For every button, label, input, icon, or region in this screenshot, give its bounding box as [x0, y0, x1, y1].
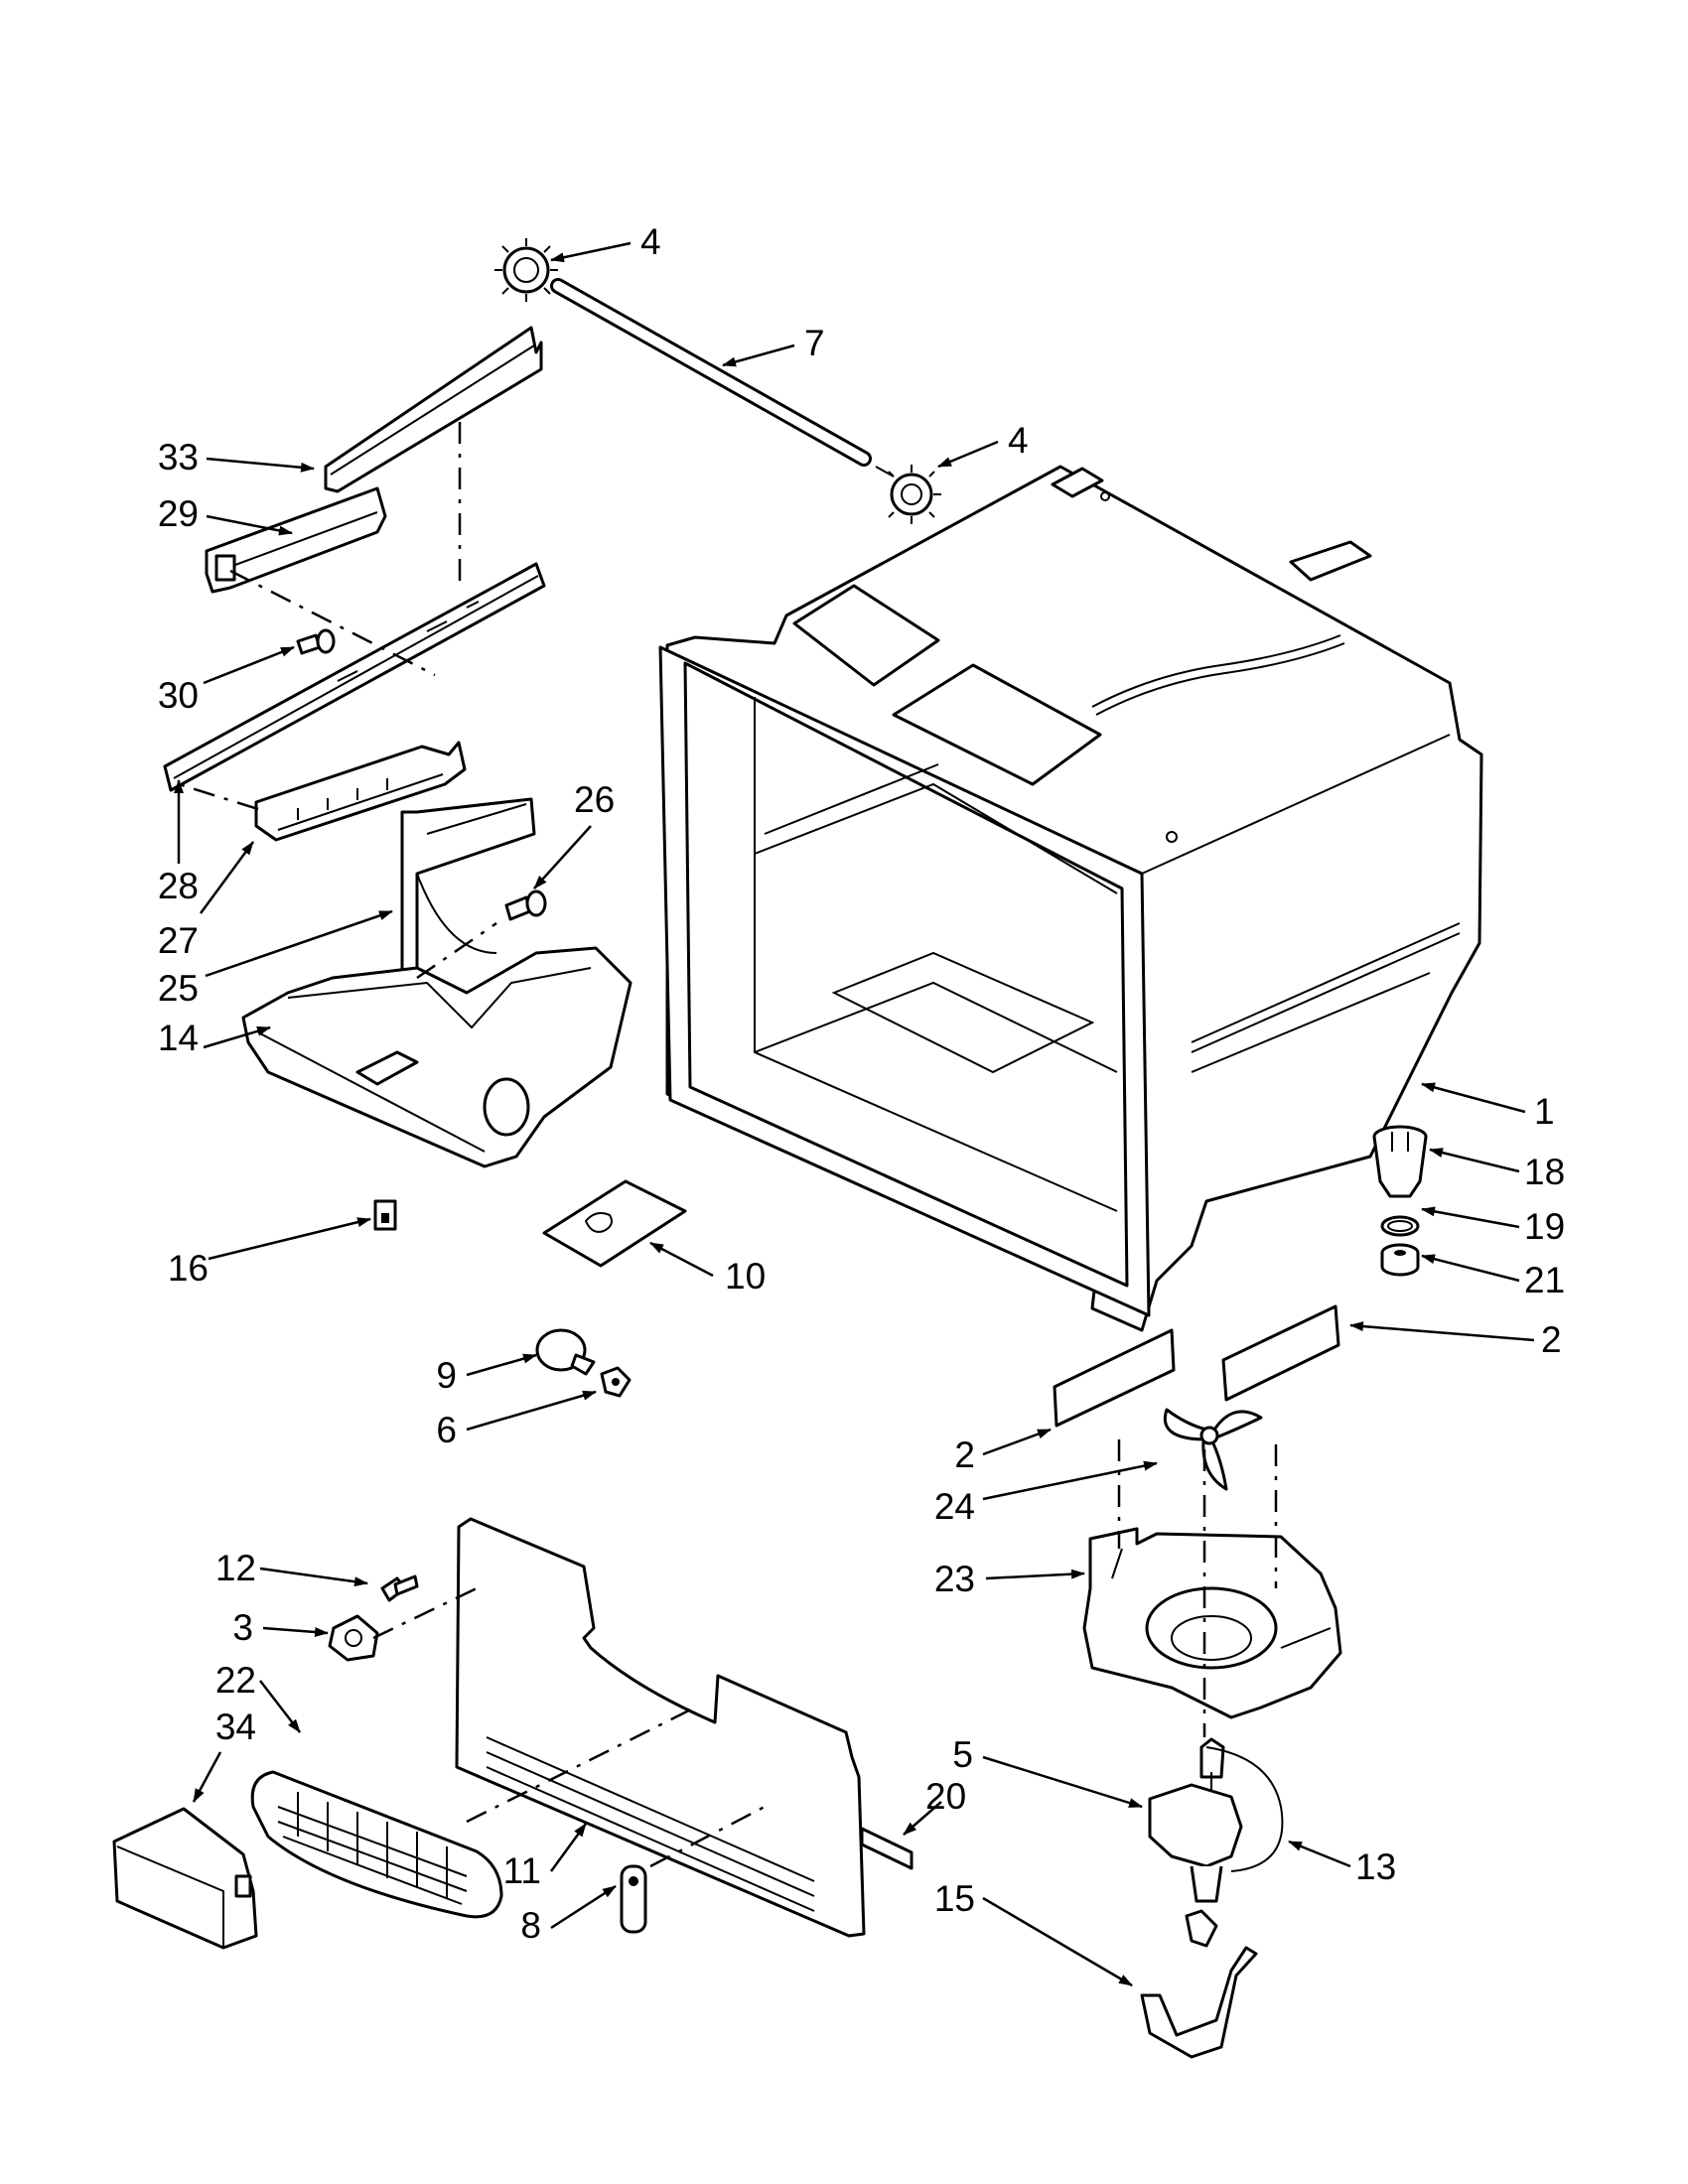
part-14-housing [241, 946, 633, 1168]
callout-23: 23 [934, 1559, 975, 1599]
part-15-motor-bracket [1140, 1909, 1258, 2059]
part-33-slide-cover [324, 326, 543, 493]
callout-10: 10 [725, 1256, 766, 1297]
callout-12: 12 [215, 1548, 256, 1588]
callout-28: 28 [158, 866, 199, 906]
leader-arrows [174, 241, 1535, 1987]
callout-22: 22 [215, 1660, 256, 1701]
part-27-bracket [254, 741, 467, 842]
part-24-fan-blade [1164, 1408, 1263, 1491]
callout-20: 20 [925, 1776, 966, 1817]
callout-4-top: 4 [640, 221, 661, 262]
part-18-drain-cup [1372, 1125, 1428, 1198]
part-7-shaft [550, 278, 872, 467]
part-6-light-socket [600, 1366, 632, 1398]
callout-11: 11 [503, 1850, 541, 1891]
callout-13: 13 [1355, 1846, 1396, 1887]
part-29-slide-bracket [205, 486, 387, 594]
callout-34: 34 [215, 1706, 256, 1747]
part-3-light-housing [328, 1614, 379, 1662]
part-1-freezer-liner [658, 465, 1483, 1332]
callout-18: 18 [1524, 1152, 1565, 1192]
callout-1: 1 [1534, 1091, 1555, 1132]
rear-cover-panel [455, 1517, 866, 1938]
part-34-cover [112, 1807, 258, 1950]
part-23-fan-shroud [1082, 1527, 1342, 1719]
part-8-thermistor [620, 1864, 647, 1934]
callout-30: 30 [158, 675, 199, 716]
part-12-screw [380, 1574, 419, 1602]
callout-26: 26 [574, 779, 615, 820]
callout-27: 27 [158, 920, 199, 961]
part-19-o-ring [1380, 1215, 1420, 1237]
part-2-insulation-pad-left [1053, 1328, 1176, 1428]
part-4-gear-lower [875, 465, 941, 524]
callout-labels: 4 7 4 33 29 30 26 28 27 25 14 1 18 19 21… [158, 221, 1565, 1946]
callout-8: 8 [520, 1905, 541, 1946]
callout-5: 5 [952, 1734, 973, 1775]
callout-21: 21 [1524, 1260, 1565, 1300]
part-4-gear-top [494, 238, 558, 302]
callout-6: 6 [436, 1410, 457, 1450]
callout-24: 24 [934, 1486, 975, 1527]
part-28-slide-rail [163, 562, 546, 792]
callout-9: 9 [436, 1355, 457, 1396]
part-16-switch [373, 1199, 397, 1231]
callout-15: 15 [934, 1878, 975, 1919]
callout-7: 7 [804, 323, 825, 363]
callout-14: 14 [158, 1018, 199, 1058]
part-30-screw [296, 628, 336, 655]
alignment-lines [178, 422, 1278, 1868]
callout-19: 19 [1524, 1206, 1565, 1247]
part-20-foam-strip [860, 1827, 914, 1870]
part-5-fan-motor [1148, 1737, 1284, 1903]
part-22-grille [250, 1770, 503, 1919]
callout-2-right: 2 [1541, 1319, 1562, 1360]
callout-3: 3 [232, 1607, 253, 1648]
part-9-light-bulb [535, 1328, 596, 1376]
callout-4-lower: 4 [1008, 420, 1029, 461]
part-26-screw [504, 889, 547, 921]
callout-2-left: 2 [954, 1434, 975, 1475]
callout-33: 33 [158, 437, 199, 478]
callout-16: 16 [168, 1248, 209, 1289]
callout-29: 29 [158, 493, 199, 534]
callout-25: 25 [158, 968, 199, 1009]
part-21-grommet [1380, 1243, 1420, 1277]
part-10-label [542, 1179, 687, 1268]
part-2-insulation-pad-right [1221, 1304, 1340, 1402]
part-25-guide-panel [400, 797, 536, 985]
